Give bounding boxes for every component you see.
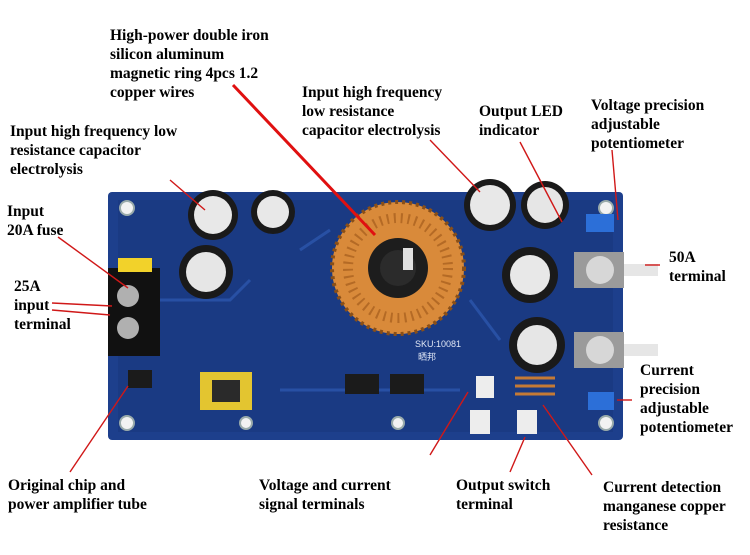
input-terminal-block [108,268,160,356]
current-sense-resistors [515,376,555,396]
mounting-holes [119,200,614,431]
magnetic-ring-inductor [330,200,466,336]
signal-connectors [470,376,537,434]
silkscreen-brand: 晒邦 [418,351,436,363]
silkscreen-sku: SKU:10081 [415,339,461,349]
input-capacitors-left [179,190,295,299]
current-potentiometer [588,392,614,410]
output-terminals [574,252,658,368]
leader-lines [51,83,660,476]
voltage-potentiometer [586,214,614,232]
input-fuse [118,258,152,272]
ic-chips [128,370,424,394]
input-capacitors-right [464,179,569,373]
